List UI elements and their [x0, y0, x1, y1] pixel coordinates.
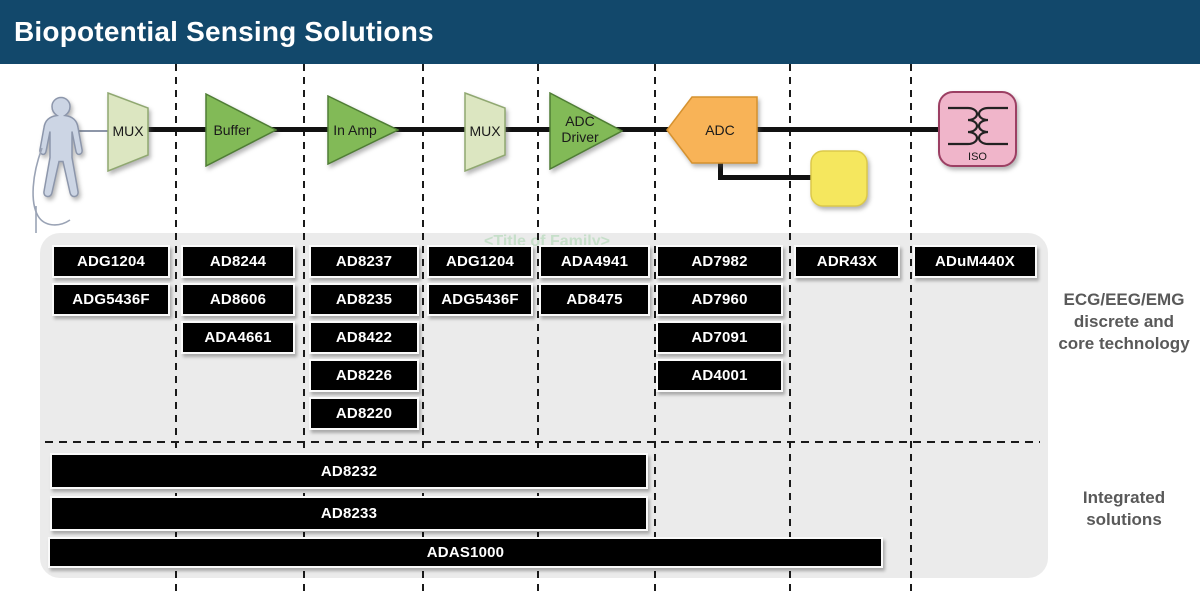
- iso-label: ISO: [968, 151, 987, 163]
- chip-adg5436f: ADG5436F: [427, 283, 533, 316]
- iso-block-shape: [938, 91, 1017, 167]
- chip-ad8226: AD8226: [309, 359, 419, 392]
- chip-ad7960: AD7960: [656, 283, 783, 316]
- chip-ad4001: AD4001: [656, 359, 783, 392]
- bar-ad8233: AD8233: [50, 496, 648, 531]
- chip-ad7982: AD7982: [656, 245, 783, 278]
- header-bar: Biopotential Sensing Solutions: [0, 0, 1200, 64]
- patient-cable-icon: [32, 147, 71, 233]
- adc-branch-wire-vertical: [718, 158, 723, 180]
- buffer-label: Buffer: [213, 122, 251, 138]
- chip-adg5436f: ADG5436F: [52, 283, 170, 316]
- buffer-shape: [205, 93, 277, 167]
- aux-block-shape: [810, 150, 868, 207]
- section-divider: [45, 441, 1040, 443]
- bar-adas1000: ADAS1000: [48, 537, 883, 568]
- chip-ad8422: AD8422: [309, 321, 419, 354]
- chip-ad8244: AD8244: [181, 245, 295, 278]
- transformer-coil-icon: [948, 106, 1008, 146]
- chip-adr43x: ADR43X: [794, 245, 900, 278]
- column-separator-3: [422, 64, 424, 592]
- page-title: Biopotential Sensing Solutions: [14, 16, 434, 47]
- adc-branch-wire-horizontal: [718, 175, 812, 180]
- mux1-label: MUX: [112, 123, 144, 139]
- mux2-label: MUX: [469, 123, 501, 139]
- discrete-section-caption: ECG/EEG/EMG discrete and core technology: [1058, 290, 1190, 353]
- chip-ada4661: ADA4661: [181, 321, 295, 354]
- chip-ad8606: AD8606: [181, 283, 295, 316]
- mux1-shape: [107, 92, 149, 172]
- chip-ad8237: AD8237: [309, 245, 419, 278]
- column-separator-1: [175, 64, 177, 592]
- column-separator-6: [789, 64, 791, 592]
- adc-shape: [666, 96, 758, 164]
- bar-ad8232: AD8232: [50, 453, 648, 489]
- chip-ad8220: AD8220: [309, 397, 419, 430]
- signal-wire: [140, 127, 945, 132]
- patient-lead-wire: [70, 130, 110, 132]
- chip-adg1204: ADG1204: [427, 245, 533, 278]
- chip-ad7091: AD7091: [656, 321, 783, 354]
- adc-driver-label: ADC Driver: [561, 113, 599, 145]
- column-separator-4: [537, 64, 539, 592]
- column-separator-5: [654, 64, 656, 592]
- in-amp-shape: [327, 95, 399, 165]
- column-separator-2: [303, 64, 305, 592]
- chip-ada4941: ADA4941: [539, 245, 650, 278]
- column-separator-7: [910, 64, 912, 592]
- adc-label: ADC: [705, 122, 735, 138]
- mux2-shape: [464, 92, 506, 172]
- in-amp-label: In Amp: [333, 122, 377, 138]
- chip-ad8475: AD8475: [539, 283, 650, 316]
- chip-adum440x: ADuM440X: [913, 245, 1037, 278]
- integrated-section-caption: Integrated solutions: [1082, 488, 1166, 529]
- human-figure-icon: [39, 96, 83, 198]
- chip-ad8235: AD8235: [309, 283, 419, 316]
- adc-driver-shape: [549, 92, 623, 170]
- chip-adg1204: ADG1204: [52, 245, 170, 278]
